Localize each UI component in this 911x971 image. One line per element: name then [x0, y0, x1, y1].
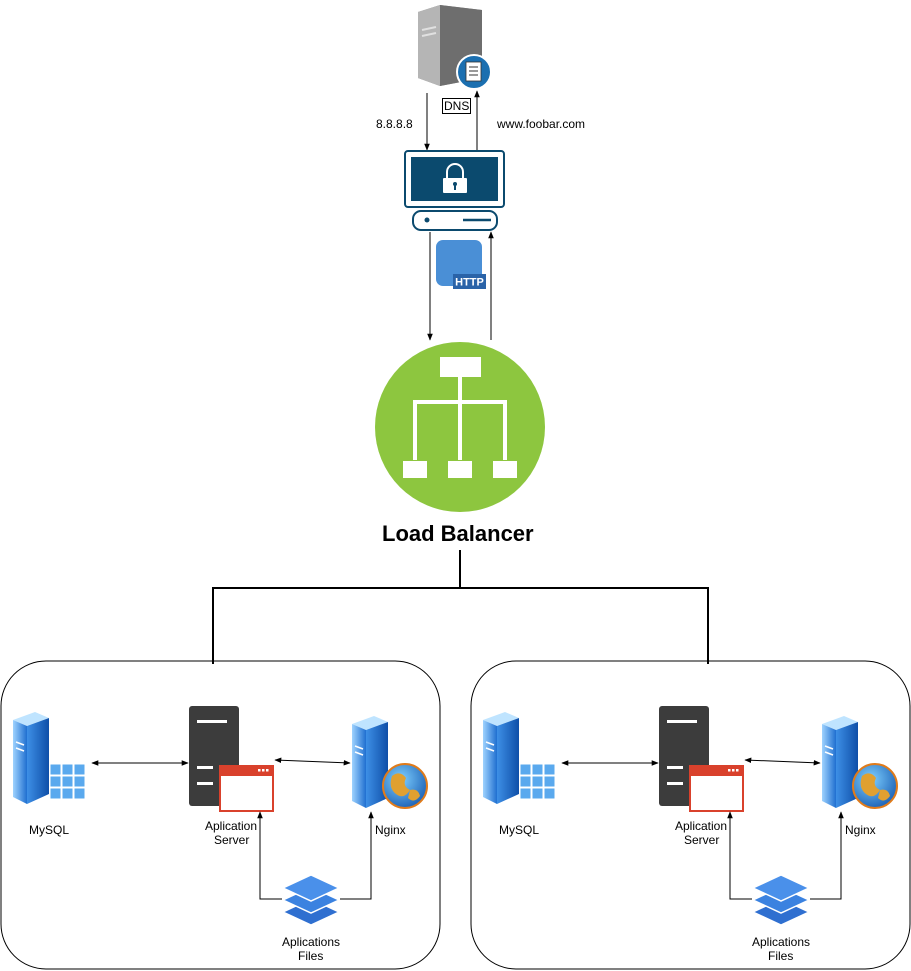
files-app-arrow [727, 811, 752, 900]
mysql-label: MySQL [29, 823, 70, 837]
files-nginx-arrow [810, 811, 844, 900]
files-app-arrow [257, 811, 282, 900]
http-badge-text: HTTP [455, 277, 484, 289]
files-label-line1: Aplications [752, 935, 811, 949]
http-icon: HTTP [436, 240, 486, 289]
app-nginx-arrow [274, 757, 351, 766]
nginx-server-icon [822, 716, 858, 808]
app-server-label-line1: Aplication [675, 819, 728, 833]
files-label-line2: Files [768, 949, 794, 963]
dns-query-label: 8.8.8.8 [376, 117, 413, 131]
app-server-label-line2: Server [214, 833, 250, 847]
mysql-server-icon [13, 712, 49, 804]
dns-server-icon [418, 5, 492, 90]
mysql-label: MySQL [499, 823, 540, 837]
globe-icon [852, 763, 898, 809]
nginx-label: Nginx [375, 823, 406, 837]
dns-label: DNS [442, 98, 472, 114]
cluster-frame [470, 660, 911, 970]
firewall-icon [404, 150, 505, 231]
nginx-label: Nginx [845, 823, 876, 837]
load-balancer-label: Load Balancer [382, 521, 534, 546]
load-balancer-icon [375, 342, 545, 512]
nginx-server-icon [352, 716, 388, 808]
app-nginx-arrow [744, 757, 821, 766]
database-grid-icon [519, 763, 556, 800]
files-nginx-arrow [340, 811, 374, 900]
app-server-label-line2: Server [684, 833, 720, 847]
lb-branch [212, 587, 709, 664]
files-label-line2: Files [298, 949, 324, 963]
mysql-server-icon [483, 712, 519, 804]
layers-icon [281, 874, 341, 926]
server-cluster-2 [470, 660, 911, 970]
app-server-label-line1: Aplication [205, 819, 258, 833]
server-cluster-1 [0, 660, 441, 970]
layers-icon [751, 874, 811, 926]
cluster-frame [0, 660, 441, 970]
browser-window-icon [219, 765, 274, 812]
files-label-line1: Aplications [282, 935, 341, 949]
domain-label: www.foobar.com [497, 117, 586, 131]
browser-window-icon [689, 765, 744, 812]
database-grid-icon [49, 763, 86, 800]
globe-icon [382, 763, 428, 809]
